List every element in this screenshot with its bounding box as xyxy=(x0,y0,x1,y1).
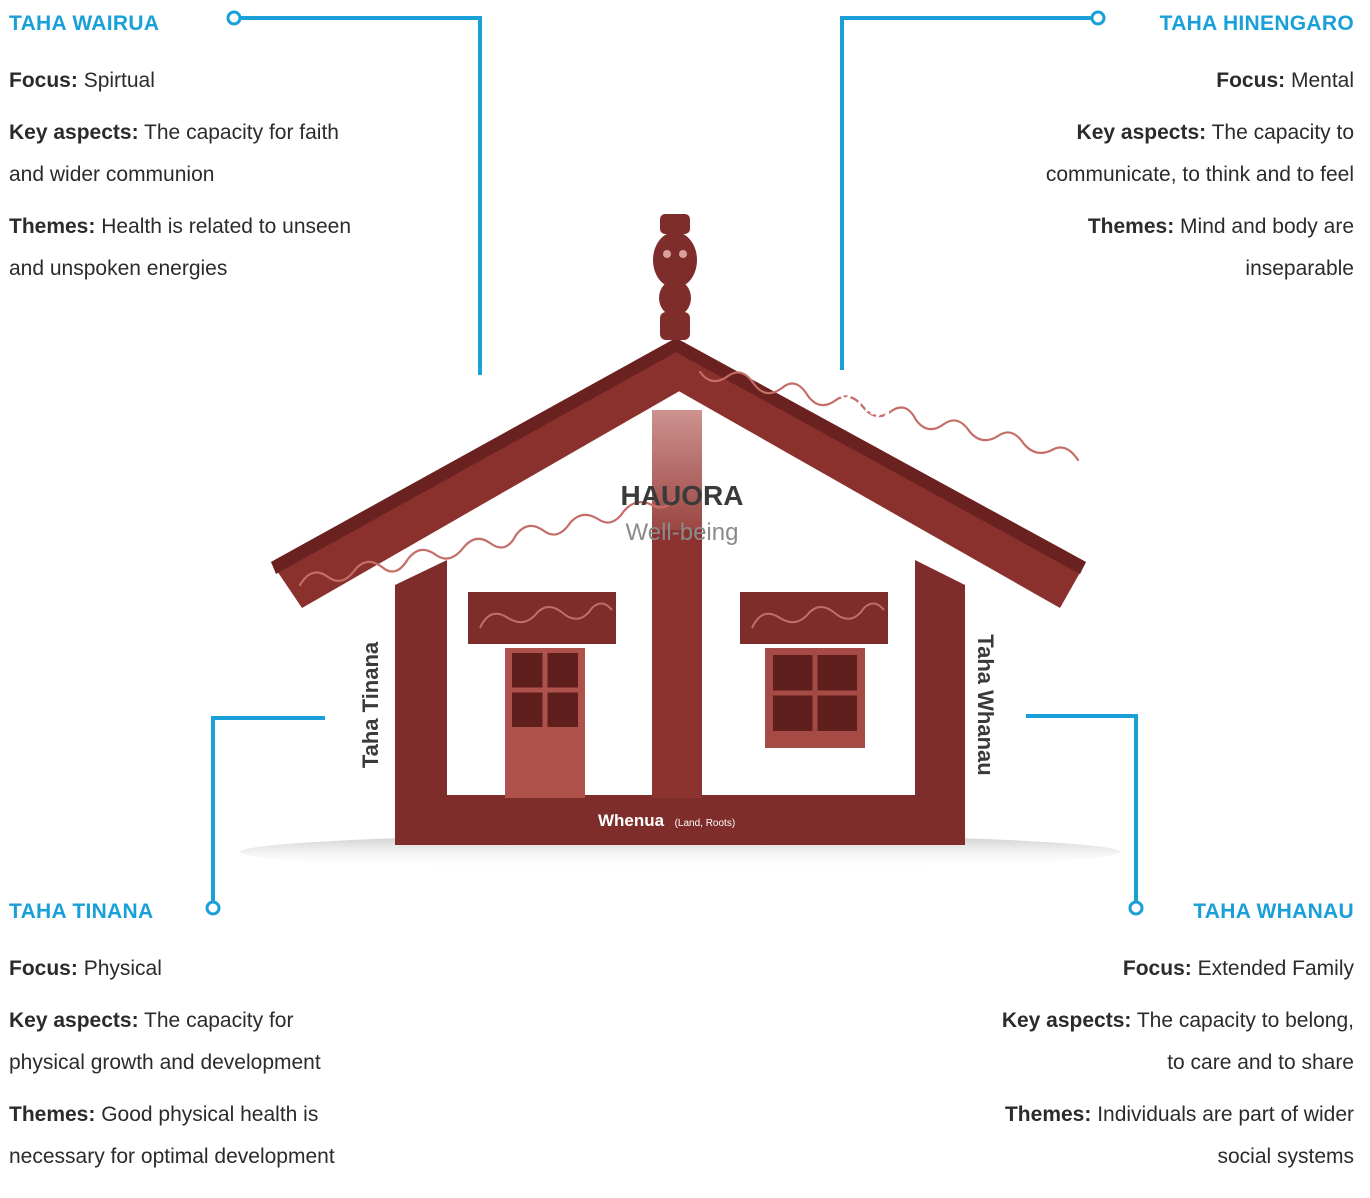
key-aspects-line1: The capacity for faith xyxy=(144,121,339,144)
themes-line2: social systems xyxy=(1217,1145,1354,1168)
key-aspects-line2: to care and to share xyxy=(1167,1051,1354,1074)
themes-line1: Individuals are part of wider xyxy=(1097,1103,1354,1126)
key-aspects-line2: physical growth and development xyxy=(9,1051,321,1074)
themes-line2: inseparable xyxy=(1245,257,1354,280)
node-hinengaro xyxy=(1090,10,1106,26)
focus-label: Focus: xyxy=(1216,69,1286,92)
key-aspects-line2: communicate, to think and to feel xyxy=(1045,163,1354,186)
themes-label: Themes: xyxy=(1087,215,1175,238)
focus-value: Extended Family xyxy=(1197,957,1354,980)
focus-value: Spirtual xyxy=(83,69,155,92)
node-tinana xyxy=(205,900,221,916)
connector-hinengaro xyxy=(840,16,1092,370)
focus-label: Focus: xyxy=(9,957,78,980)
node-wairua xyxy=(226,10,242,26)
base-label-main: Whenua xyxy=(598,811,665,830)
focus-label: Focus: xyxy=(9,69,78,92)
taha-hinengaro-panel: TAHA HINENGARO Focus: Mental Key aspects… xyxy=(924,8,1354,300)
themes-line2: necessary for optimal development xyxy=(9,1145,335,1168)
taha-wairua-key-aspects: Key aspects: The capacity for faith and w… xyxy=(9,112,429,196)
taha-tinana-key-aspects: Key aspects: The capacity for physical gr… xyxy=(9,1000,429,1084)
focus-value: Mental xyxy=(1290,69,1354,92)
base-label-sub: (Land, Roots) xyxy=(675,818,736,829)
taha-hinengaro-heading: TAHA HINENGARO xyxy=(1159,12,1354,35)
focus-value: Physical xyxy=(83,957,162,980)
connector-tinana xyxy=(211,716,325,903)
roof xyxy=(271,214,1086,608)
key-aspects-line1: The capacity for xyxy=(144,1009,294,1032)
node-whanau xyxy=(1128,900,1144,916)
key-aspects-line1: The capacity to xyxy=(1211,121,1354,144)
themes-line2: and unspoken energies xyxy=(9,257,228,280)
key-aspects-label: Key aspects: xyxy=(1001,1009,1132,1032)
key-aspects-label: Key aspects: xyxy=(9,121,139,144)
themes-line1: Good physical health is xyxy=(101,1103,319,1126)
taha-wairua-themes: Themes: Health is related to unseen and u… xyxy=(9,206,429,290)
taha-whanau-themes: Themes: Individuals are part of wider soc… xyxy=(914,1094,1354,1178)
taha-tinana-focus: Focus: Physical xyxy=(9,948,429,990)
connector-wairua xyxy=(236,16,482,375)
wall-left-label: Taha Tinana xyxy=(358,641,383,768)
taha-hinengaro-themes: Themes: Mind and body are inseparable xyxy=(924,206,1354,290)
themes-line1: Mind and body are xyxy=(1180,215,1354,238)
taha-hinengaro-focus: Focus: Mental xyxy=(924,60,1354,102)
tekoteko-figure xyxy=(653,214,697,340)
themes-line1: Health is related to unseen xyxy=(101,215,352,238)
focus-label: Focus: xyxy=(1122,957,1192,980)
taha-wairua-focus: Focus: Spirtual xyxy=(9,60,429,102)
center-title: HAUORA xyxy=(621,480,744,511)
taha-tinana-themes: Themes: Good physical health is necessary… xyxy=(9,1094,429,1178)
connector-whanau xyxy=(1026,714,1138,903)
taha-wairua-heading: TAHA WAIRUA xyxy=(9,12,160,35)
taha-whanau-heading: TAHA WHANAU xyxy=(1193,900,1354,923)
themes-label: Themes: xyxy=(1004,1103,1092,1126)
themes-label: Themes: xyxy=(9,1103,96,1126)
key-aspects-line2: and wider communion xyxy=(9,163,215,186)
center-subtitle: Well-being xyxy=(626,519,739,546)
base-label: Whenua (Land, Roots) xyxy=(598,811,735,830)
taha-tinana-heading: TAHA TINANA xyxy=(9,900,154,923)
key-aspects-label: Key aspects: xyxy=(9,1009,139,1032)
key-aspects-label: Key aspects: xyxy=(1076,121,1207,144)
taha-whanau-panel: TAHA WHANAU Focus: Extended Family Key a… xyxy=(914,896,1354,1188)
wall-right-label: Taha Whanau xyxy=(973,634,998,775)
taha-whanau-key-aspects: Key aspects: The capacity to belong, to c… xyxy=(914,1000,1354,1084)
taha-tinana-panel: TAHA TINANA Focus: Physical Key aspects:… xyxy=(9,896,429,1188)
connector-lines xyxy=(211,16,1138,903)
taha-wairua-panel: TAHA WAIRUA Focus: Spirtual Key aspects:… xyxy=(9,8,429,300)
house-body xyxy=(395,400,965,845)
key-aspects-line1: The capacity to belong, xyxy=(1136,1009,1354,1032)
themes-label: Themes: xyxy=(9,215,96,238)
taha-hinengaro-key-aspects: Key aspects: The capacity to communicate,… xyxy=(924,112,1354,196)
taha-whanau-focus: Focus: Extended Family xyxy=(914,948,1354,990)
